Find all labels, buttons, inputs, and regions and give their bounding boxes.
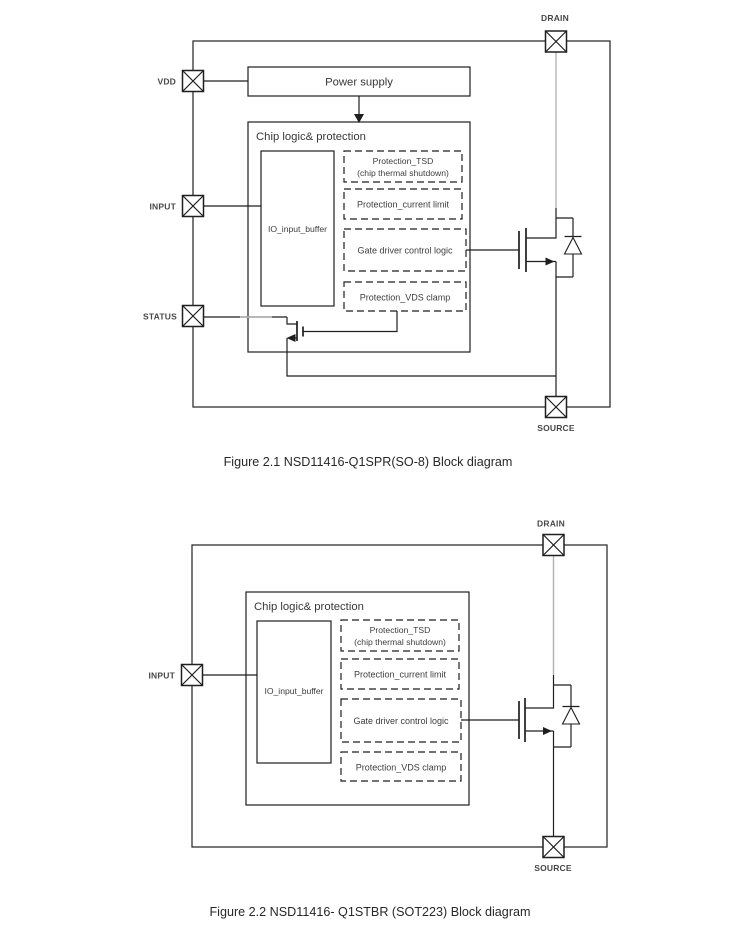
figure1-body-diode: [563, 218, 583, 277]
figure1-pin-drain: [544, 30, 568, 53]
figure1-pin-input: [181, 194, 205, 218]
figure2-diagram: Chip logic& protection IO_input_buffer P…: [149, 519, 608, 873]
pin-x-icon: [182, 195, 204, 217]
figure2-vds-clamp-label: Protection_VDS clamp: [356, 763, 447, 773]
figure2-caption: Figure 2.2 NSD11416- Q1STBR (SOT223) Blo…: [209, 905, 530, 919]
figure1-vdd-label: VDD: [157, 77, 176, 87]
figure2-io-buffer-box: [256, 620, 332, 764]
figure1-source-label: SOURCE: [537, 423, 575, 433]
figure1-protection-tsd-label-1: Protection_TSD: [373, 156, 434, 166]
arrow-left-icon: [286, 334, 296, 342]
figure1-caption: Figure 2.1 NSD11416-Q1SPR(SO-8) Block di…: [224, 455, 513, 469]
pin-x-icon: [182, 305, 204, 327]
pin-x-icon: [545, 396, 567, 418]
figure2-chip-logic-label: Chip logic& protection: [254, 601, 364, 613]
figure1-current-limit-label: Protection_current limit: [357, 200, 450, 210]
figure1-outer-boundary: [192, 40, 611, 408]
figure1-pin-vdd: [181, 69, 205, 93]
figure2-input-label: INPUT: [149, 671, 176, 681]
wire: [286, 317, 297, 325]
figure1-io-buffer-box: [260, 150, 335, 307]
figure1-io-buffer-label: IO_input_buffer: [268, 224, 327, 234]
figure2-current-limit-label: Protection_current limit: [354, 670, 447, 680]
figure2-drain-label: DRAIN: [537, 519, 565, 529]
arrow-right-icon: [545, 257, 555, 266]
pin-x-icon: [182, 70, 204, 92]
figure1-chip-logic-box: [247, 121, 471, 353]
figure1-protection-tsd-box: [343, 150, 463, 183]
wire: [303, 311, 398, 333]
diode-triangle: [563, 236, 583, 255]
figure1-drain-label: DRAIN: [541, 13, 569, 23]
figure1-vds-clamp-box: [343, 281, 467, 312]
figure1-protection-tsd-label-2: (chip thermal shutdown): [357, 168, 449, 178]
figure2-gate-driver-label: Gate driver control logic: [353, 716, 449, 726]
figure1-chip-logic-label: Chip logic& protection: [256, 131, 366, 143]
figure1-status-label: STATUS: [143, 312, 177, 322]
wire: [286, 338, 556, 377]
wire: [525, 675, 555, 709]
figure2-protection-tsd-label-2: (chip thermal shutdown): [354, 637, 446, 647]
figure1-diagram: Power supply Chip logic& protection IO_i…: [143, 13, 611, 433]
figure1-power-supply-label: Power supply: [325, 77, 393, 89]
arrow-right-icon: [543, 727, 552, 735]
figure1-vds-clamp-label: Protection_VDS clamp: [360, 293, 451, 303]
figure2-power-mosfet: [518, 675, 571, 837]
figure2-protection-tsd-box: [340, 619, 460, 652]
figure2-gate-driver-box: [340, 698, 462, 743]
figure2-pin-source: [542, 835, 565, 859]
arrow-down-icon: [354, 114, 364, 123]
pin-x-icon: [542, 534, 565, 556]
figure1-current-limit-box: [343, 188, 463, 220]
figure2-body-diode: [561, 685, 581, 747]
figure2-chip-logic-box: [245, 591, 470, 806]
figure2-source-label: SOURCE: [534, 863, 572, 873]
pin-x-icon: [542, 836, 565, 858]
figure1-input-label: INPUT: [150, 202, 177, 212]
figure2-vds-clamp-box: [340, 751, 462, 782]
figure2-outer-boundary: [191, 544, 608, 848]
pin-x-icon: [545, 30, 567, 53]
figure1-pin-status: [181, 304, 205, 328]
wire: [526, 208, 557, 239]
figure1-pin-source: [544, 395, 568, 419]
figure2-io-buffer-label: IO_input_buffer: [264, 686, 323, 696]
figure2-pin-drain: [542, 533, 565, 557]
figure1-power-mosfet: [518, 208, 573, 397]
diode-triangle: [561, 706, 581, 725]
figure2-protection-tsd-label-1: Protection_TSD: [370, 625, 431, 635]
pin-x-icon: [181, 664, 203, 686]
figure2-current-limit-box: [340, 658, 460, 690]
figure2-pin-input: [180, 663, 204, 687]
figure1-gate-driver-label: Gate driver control logic: [357, 246, 453, 256]
